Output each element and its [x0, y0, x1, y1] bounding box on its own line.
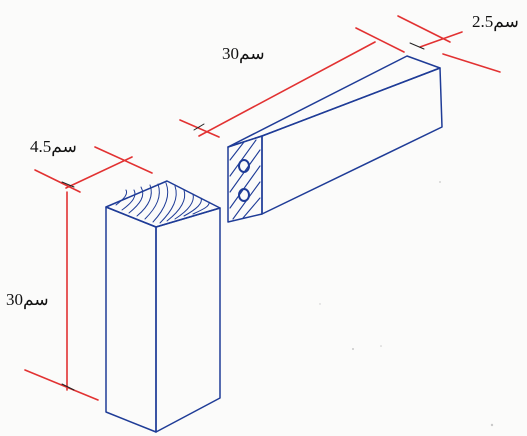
paper-specks [319, 181, 494, 427]
label-post-width: 4.5سم [30, 137, 77, 157]
dimension-post-width: 4.5سم [30, 137, 153, 193]
rail-end-face [227, 135, 263, 223]
label-rail-length: 30سم [222, 44, 265, 64]
end-face-hatching [229, 139, 261, 220]
post-top-face [105, 180, 221, 228]
label-post-height: 30سم [6, 290, 49, 310]
dim-line-thickness [419, 31, 463, 48]
rail-side-face [261, 67, 443, 215]
ext-line-width-left [34, 169, 81, 193]
vertical-post [105, 180, 221, 433]
dimension-rail-thickness: 2.5سم [397, 12, 519, 73]
ext-line-height-bottom [24, 369, 99, 401]
ext-line-rail-right [355, 27, 405, 53]
dimension-post-height: 30سم [6, 191, 99, 401]
post-front-face [105, 206, 157, 433]
dimension-rail-length: 30سم [179, 27, 405, 138]
dowel-hole-top [238, 159, 250, 173]
rail-top-face [227, 55, 441, 148]
ext-line-width-right [94, 146, 153, 174]
label-rail-thickness: 2.5سم [472, 12, 519, 32]
ext-line-thickness-bottom [442, 53, 501, 73]
dim-line-rail-length [198, 41, 376, 137]
ext-line-thickness-top [397, 15, 451, 43]
dowel-hole-bottom [238, 188, 250, 202]
dim-line-width [65, 156, 133, 189]
end-grain-hatching [115, 182, 210, 224]
horizontal-rail [227, 55, 443, 223]
ext-line-rail-left [179, 119, 220, 138]
post-side-face [155, 207, 221, 433]
